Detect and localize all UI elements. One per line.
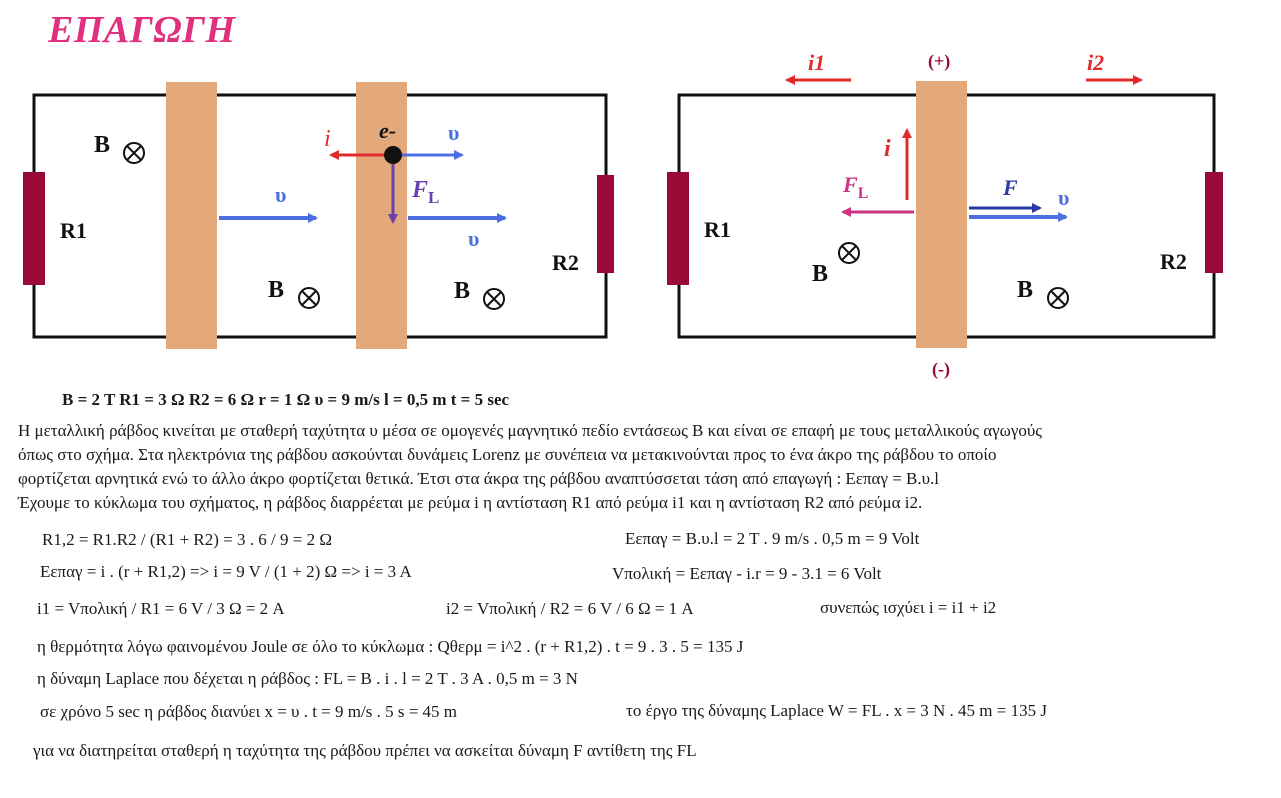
eq-i2: i2 = Vπολική / R2 = 6 V / 6 Ω = 1 A <box>446 599 694 618</box>
left-r1-label: R1 <box>60 218 87 243</box>
b-into-page-icon <box>298 287 320 309</box>
left-rod-1 <box>166 82 217 349</box>
right-rod <box>916 81 967 348</box>
i2-label: i2 <box>1087 50 1104 75</box>
eq-current-sum: συνεπώς ισχύει i = i1 + i2 <box>820 598 997 617</box>
velocity-label: υ <box>275 182 286 207</box>
right-r2-label: R2 <box>1160 249 1187 274</box>
i1-label: i1 <box>808 50 825 75</box>
electron-label: e- <box>379 118 396 143</box>
rod-current-label: i <box>884 136 891 162</box>
eq-joule-heat: η θερμότητα λόγω φαινομένου Joule σε όλο… <box>37 637 744 656</box>
velocity-label: υ <box>1058 185 1069 210</box>
left-resistor-r1 <box>23 172 45 285</box>
current-label: i <box>324 126 331 152</box>
right-r1-label: R1 <box>704 217 731 242</box>
left-b-label-1: B <box>94 132 110 158</box>
page-title: ΕΠΑΓΩΓΗ <box>48 9 236 51</box>
right-resistor-r2 <box>1205 172 1223 273</box>
explanation-line-3: φορτίζεται αρνητικά ενώ το άλλο άκρο φορ… <box>18 469 940 488</box>
eq-r12: R1,2 = R1.R2 / (R1 + R2) = 3 . 6 / 9 = 2… <box>42 530 332 549</box>
electron-dot <box>384 146 402 164</box>
right-b-label-2: B <box>1017 277 1033 303</box>
explanation-line-2: όπως στο σχήμα. Στα ηλεκτρόνια της ράβδο… <box>18 445 997 464</box>
eq-work: το έργο της δύναμης Laplace W = FL . x =… <box>626 701 1047 720</box>
positive-terminal-label: (+) <box>928 51 950 72</box>
right-resistor-r1 <box>667 172 689 285</box>
velocity-label: υ <box>468 226 479 251</box>
b-into-page-icon <box>483 288 505 310</box>
b-into-page-icon <box>1047 287 1069 309</box>
given-values: B = 2 T R1 = 3 Ω R2 = 6 Ω r = 1 Ω υ = 9 … <box>62 390 510 409</box>
explanation-line-4: Έχουμε το κύκλωμα του σχήματος, η ράβδος… <box>18 493 923 512</box>
b-into-page-icon <box>838 242 860 264</box>
right-b-label-1: B <box>812 261 828 287</box>
right-diagram: R1 R2 i1 i2 (+) (-) i FL F υ B B <box>667 50 1223 380</box>
explanation-line-1: Η μεταλλική ράβδος κινείται με σταθερή τ… <box>18 421 1042 440</box>
eq-terminal-voltage: Vπολική = Εεπαγ - i.r = 9 - 3.1 = 6 Volt <box>612 564 882 583</box>
left-b-label-2: B <box>268 277 284 303</box>
left-r2-label: R2 <box>552 250 579 275</box>
eq-distance: σε χρόνο 5 sec η ράβδος διανύει x = υ . … <box>40 702 458 721</box>
external-force-label: F <box>1002 175 1018 200</box>
induction-diagrams: R1 R2 B B B υ υ i υ FL e- <box>23 50 1223 380</box>
electron-velocity-label: υ <box>448 120 459 145</box>
b-into-page-icon <box>123 142 145 164</box>
laplace-force-label: FL <box>842 172 868 202</box>
left-diagram: R1 R2 B B B υ υ i υ FL e- <box>23 82 614 349</box>
conclusion-text: για να διατηρείται σταθερή η ταχύτητα τη… <box>33 741 697 760</box>
eq-emf: Εεπαγ = Β.υ.l = 2 T . 9 m/s . 0,5 m = 9 … <box>625 529 920 548</box>
eq-current: Εεπαγ = i . (r + R1,2) => i = 9 V / (1 +… <box>40 562 412 581</box>
left-b-label-3: B <box>454 278 470 304</box>
eq-laplace-force: η δύναμη Laplace που δέχεται η ράβδος : … <box>37 669 578 688</box>
negative-terminal-label: (-) <box>932 359 950 380</box>
lorentz-force-label: FL <box>411 177 439 207</box>
eq-i1: i1 = Vπολική / R1 = 6 V / 3 Ω = 2 A <box>37 599 285 618</box>
left-circuit-frame <box>32 93 608 339</box>
left-rod-2 <box>356 82 407 349</box>
left-resistor-r2 <box>597 175 614 273</box>
